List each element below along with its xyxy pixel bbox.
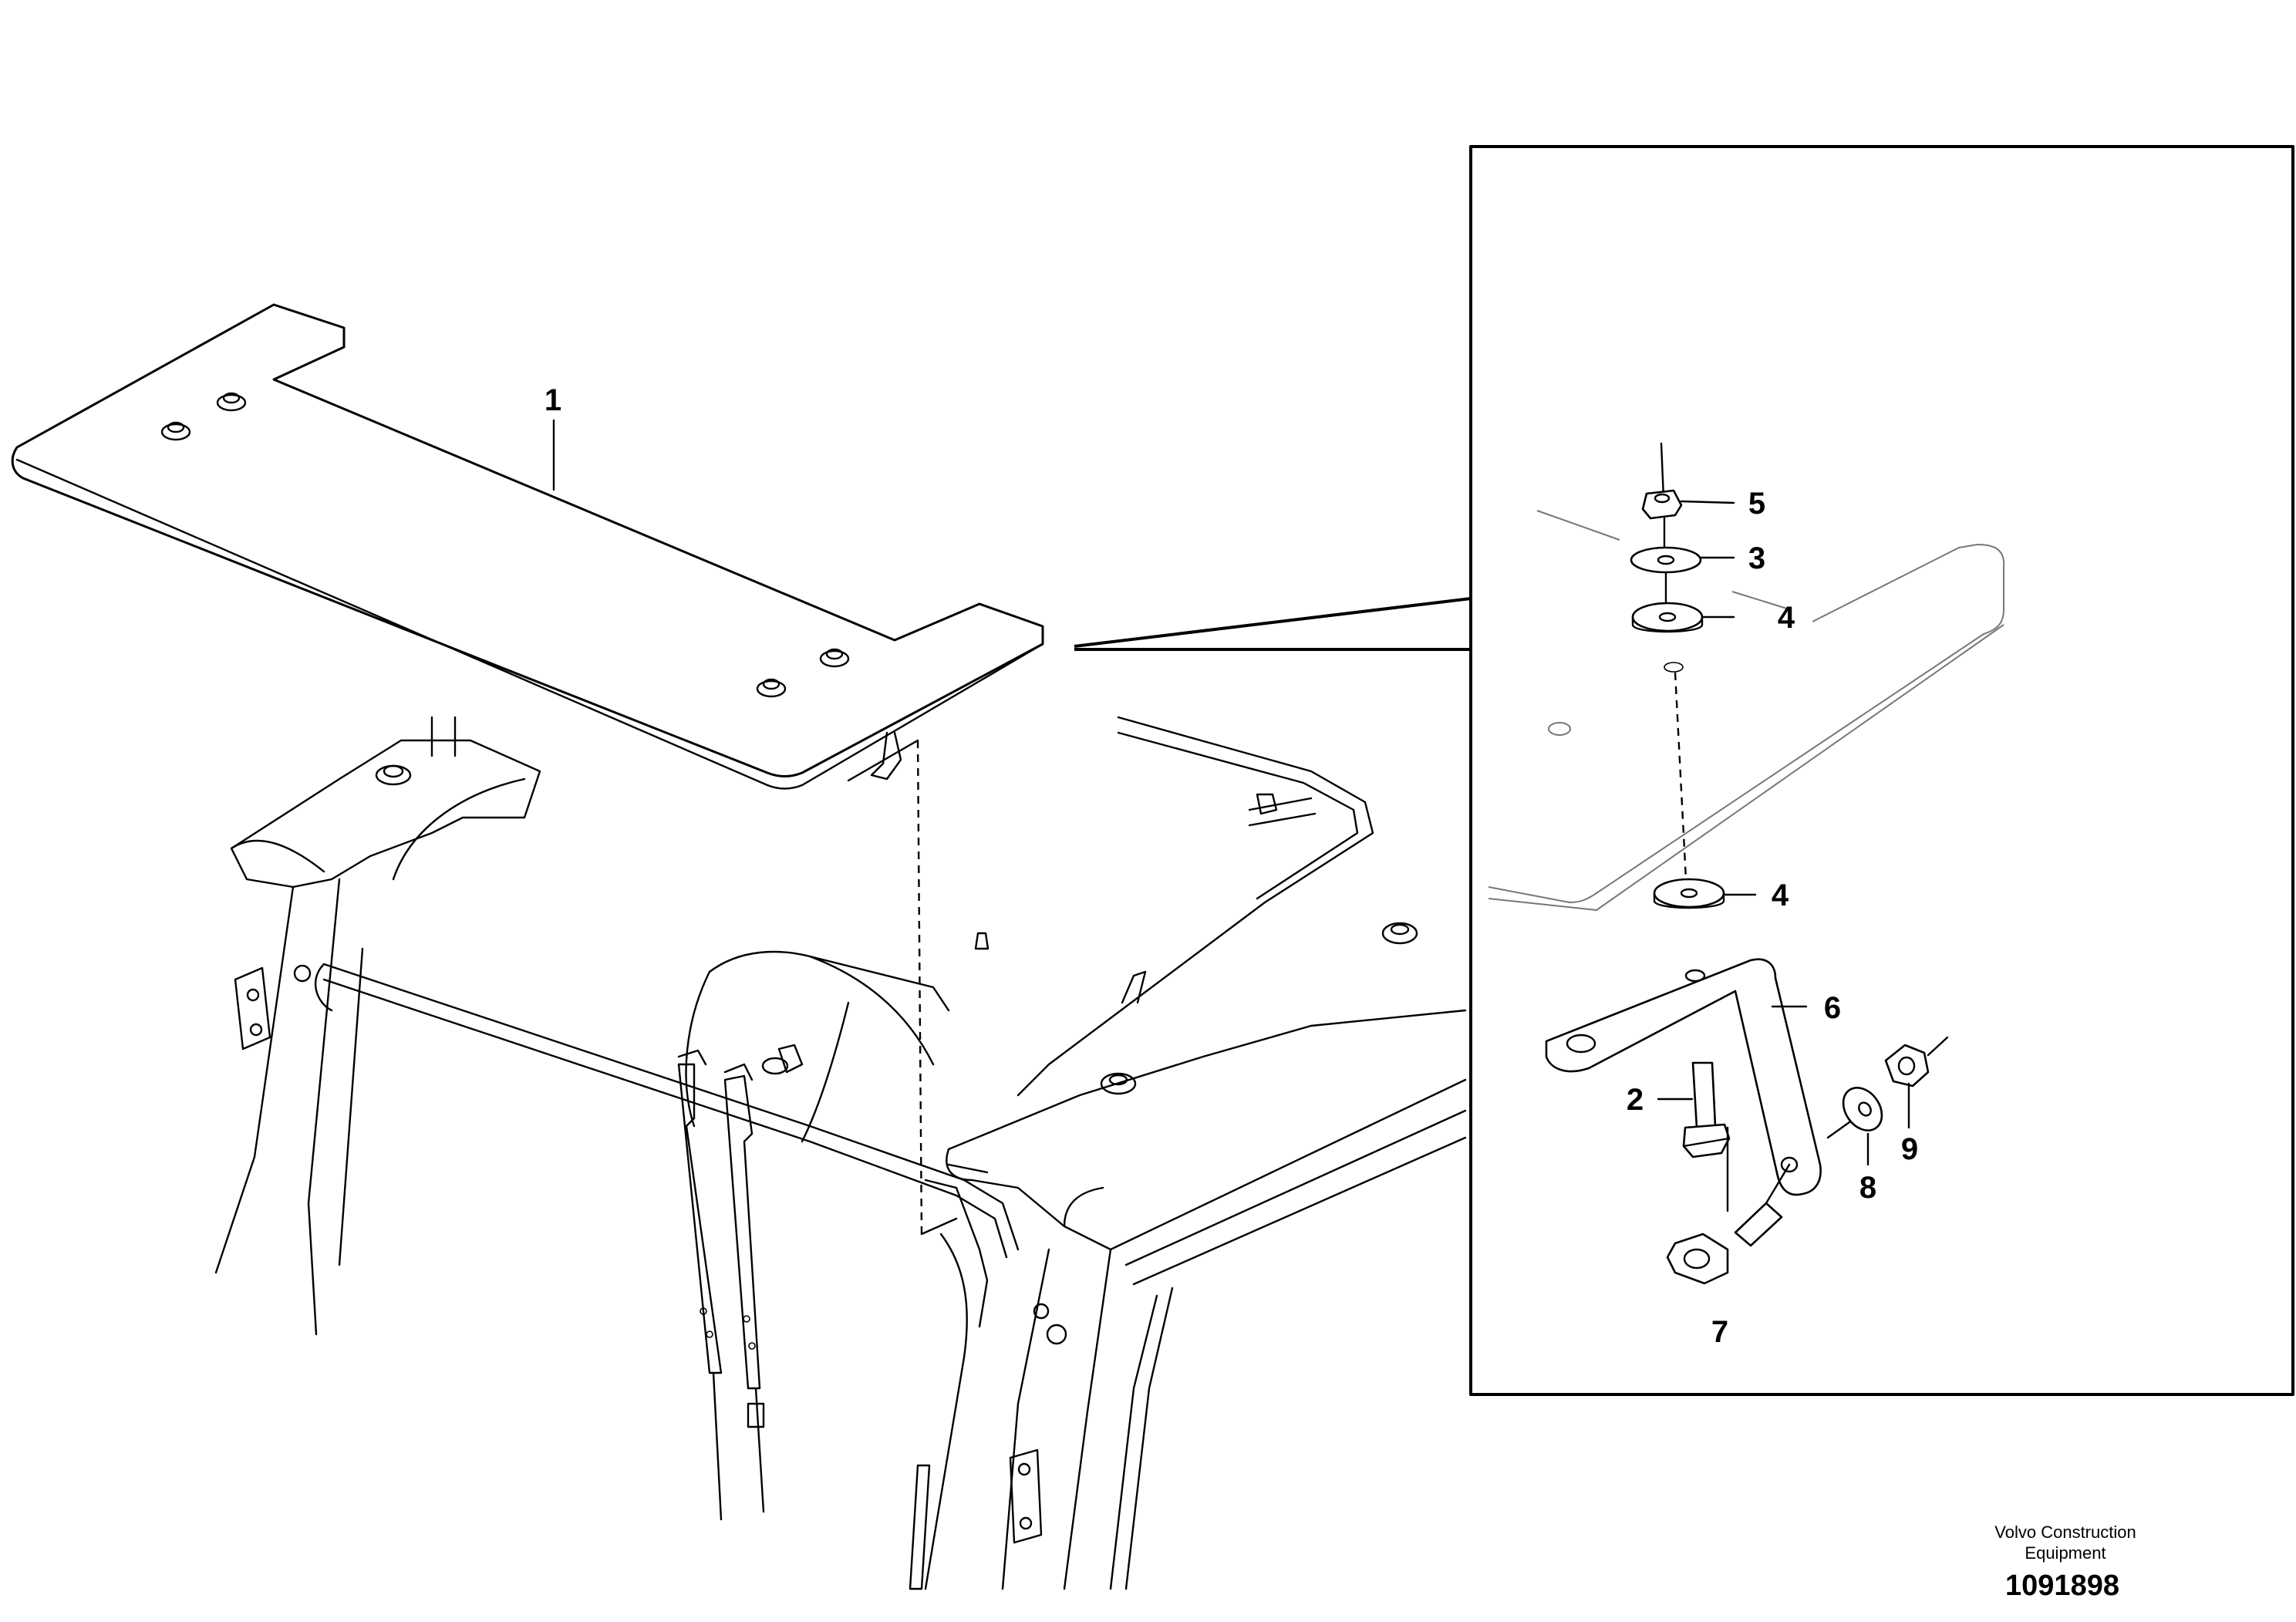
screw-7 [1666, 1202, 1783, 1285]
callout-8: 8 [1859, 1171, 1876, 1205]
bracket-6 [1545, 958, 1822, 1196]
sun-visor-panel [11, 303, 1044, 1236]
callout-6: 6 [1824, 991, 1841, 1025]
screw-2 [1682, 1061, 1731, 1158]
panel-bolt [756, 678, 787, 698]
leader-lines [552, 419, 1910, 1212]
washer-3 [1630, 546, 1702, 574]
callout-1: 1 [544, 383, 561, 417]
drawing-number: 1091898 [2005, 1570, 2119, 1602]
panel-bolt [160, 421, 191, 441]
callout-labels: 1 5 3 4 4 6 2 9 8 7 [544, 383, 1918, 1349]
rubber-washer-4-lower [1653, 878, 1725, 909]
callout-3: 3 [1748, 541, 1765, 575]
callout-4-upper: 4 [1778, 601, 1795, 635]
footer: Volvo Construction Equipment 1091898 [1994, 1523, 2136, 1602]
rubber-washer-4-upper [1631, 602, 1704, 633]
detail-frame [1469, 145, 2294, 1396]
lock-nut-9 [1884, 1044, 1930, 1088]
callout-4-lower: 4 [1772, 878, 1789, 912]
panel-bolt [819, 648, 850, 668]
washer-8 [1842, 1087, 1883, 1131]
callout-7: 7 [1711, 1315, 1728, 1349]
brand-line-1: Volvo Construction [1994, 1523, 2136, 1542]
detail-view [1074, 145, 2294, 1396]
lock-nut-5 [1641, 489, 1683, 520]
cab-structure [214, 716, 1467, 1590]
callout-2: 2 [1627, 1083, 1644, 1117]
callout-9: 9 [1901, 1132, 1918, 1166]
callout-5: 5 [1748, 487, 1765, 521]
panel-bolt [216, 392, 247, 412]
brand-line-2: Equipment [2025, 1543, 2106, 1563]
